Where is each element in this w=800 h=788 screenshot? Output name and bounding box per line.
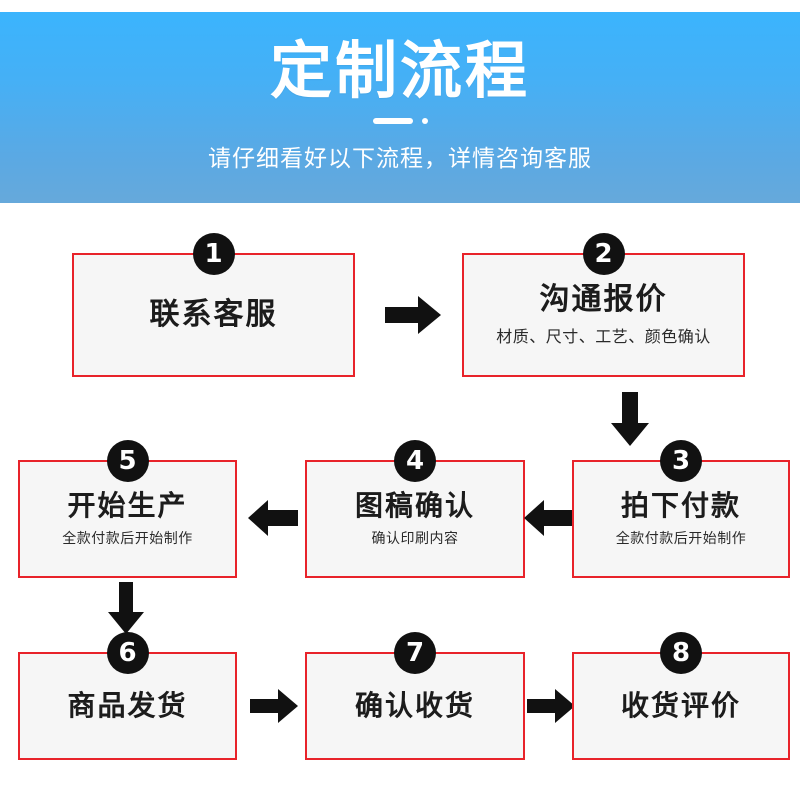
step-badge-4: 4 (394, 440, 436, 482)
title-divider (372, 117, 428, 125)
step-title-5: 开始生产 (67, 489, 188, 523)
step-subtitle-3: 全款付款后开始制作 (615, 530, 747, 547)
arrow-step5-to-step6 (108, 582, 144, 634)
divider-bar-icon (372, 118, 413, 125)
step-subtitle-2: 材质、尺寸、工艺、颜色确认 (496, 326, 711, 346)
step-title-7: 确认收货 (354, 688, 475, 722)
step-badge-7: 7 (394, 632, 436, 674)
step-badge-6: 6 (106, 632, 149, 674)
step-box-1: 1 联系客服 (72, 233, 355, 377)
arrow-step1-to-step2 (385, 296, 441, 334)
step-box-5: 5 开始生产 全款付款后开始制作 (18, 440, 237, 578)
step-title-2: 沟通报价 (539, 282, 668, 318)
step-box-8: 8 收货评价 (572, 632, 790, 760)
step-title-3: 拍下付款 (620, 489, 741, 523)
step-box-2: 2 沟通报价 材质、尺寸、工艺、颜色确认 (462, 233, 745, 377)
step-badge-2: 2 (582, 233, 625, 275)
step-box-6: 6 商品发货 (18, 632, 237, 760)
arrow-step3-to-step4 (524, 500, 574, 536)
page-header-banner: 定制流程 请仔细看好以下流程，详情咨询客服 (0, 12, 800, 203)
divider-dot-icon (421, 118, 428, 125)
step-subtitle-4: 确认印刷内容 (371, 530, 459, 547)
page-subtitle: 请仔细看好以下流程，详情咨询客服 (208, 146, 592, 173)
step-title-8: 收货评价 (620, 688, 741, 722)
arrow-step4-to-step5 (248, 500, 298, 536)
step-box-4: 4 图稿确认 确认印刷内容 (305, 440, 525, 578)
page-title: 定制流程 (269, 34, 530, 107)
step-badge-1: 1 (192, 233, 235, 275)
step-badge-3: 3 (660, 440, 702, 482)
footer-divider (0, 786, 800, 788)
step-subtitle-5: 全款付款后开始制作 (62, 530, 193, 547)
arrow-step7-to-step8 (527, 689, 575, 723)
step-title-6: 商品发货 (67, 688, 188, 722)
step-badge-8: 8 (660, 632, 702, 674)
step-box-3: 3 拍下付款 全款付款后开始制作 (572, 440, 790, 578)
step-title-1: 联系客服 (149, 296, 278, 332)
step-title-4: 图稿确认 (354, 489, 475, 523)
step-box-7: 7 确认收货 (305, 632, 525, 760)
arrow-step6-to-step7 (250, 689, 298, 723)
arrow-step2-to-step3 (611, 392, 649, 446)
step-badge-5: 5 (106, 440, 149, 482)
